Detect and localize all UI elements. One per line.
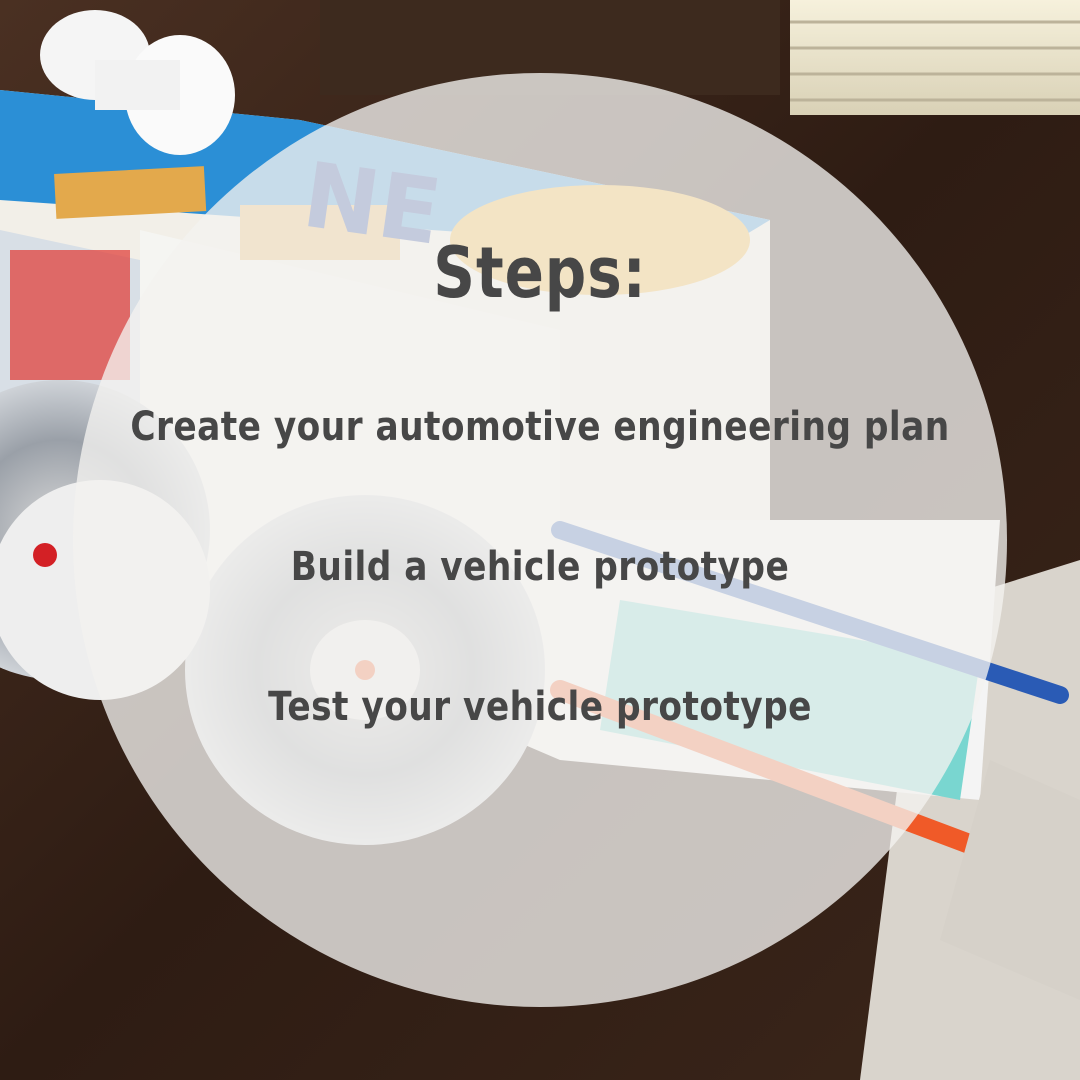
step-1-text: Create your automotive engineering plan — [130, 404, 950, 450]
page-title: Steps: — [433, 232, 647, 314]
text-overlay-circle — [73, 73, 1007, 1007]
step-2-text: Build a vehicle prototype — [290, 544, 790, 590]
step-3-text: Test your vehicle prototype — [268, 684, 812, 730]
